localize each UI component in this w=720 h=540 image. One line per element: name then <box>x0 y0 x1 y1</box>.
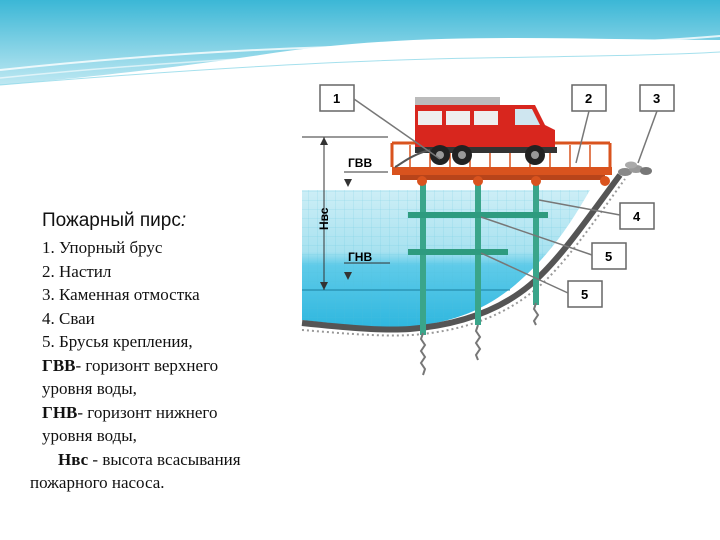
bracing-beams <box>408 212 548 255</box>
svg-text:5: 5 <box>605 249 612 264</box>
legend-gnv: ГНВ- горизонт нижнего <box>42 402 218 422</box>
legend-gnv-cont: уровня воды, <box>42 426 137 445</box>
callout-2: 2 <box>571 84 607 164</box>
legend-item-2: 2. Настил <box>42 261 112 281</box>
height-label: Нвс <box>317 207 331 230</box>
svg-text:1: 1 <box>333 91 340 106</box>
callout-5b: 5 <box>480 252 603 308</box>
legend-item-3: 3. Каменная отмостка <box>42 285 200 304</box>
suction-hose <box>394 149 431 168</box>
callout-5a: 5 <box>480 216 627 270</box>
legend-gvv: ГВВ- горизонт верхнего <box>42 355 219 375</box>
level-gvv: ГВВ <box>344 156 388 187</box>
bank-slope <box>301 173 623 333</box>
header-wave-decoration <box>0 0 720 86</box>
svg-text:4: 4 <box>633 209 641 224</box>
svg-text:3: 3 <box>653 91 660 106</box>
svg-text:5: 5 <box>581 287 588 302</box>
stone-paving <box>618 161 652 176</box>
fire-pier-diagram: Нвс ГВВ ГНВ 1 2 3 4 5 5 <box>301 84 675 376</box>
callout-3: 3 <box>637 84 675 164</box>
legend-item-4: 4. Сваи <box>42 308 95 328</box>
water-body <box>302 190 590 327</box>
legend-gvv-cont: уровня воды, <box>42 379 137 398</box>
callout-1: 1 <box>319 84 441 160</box>
legend-item-1: 1. Упорный брус <box>42 238 163 257</box>
fire-truck <box>415 97 557 165</box>
pier-legend: Пожарный пирс: 1. Упорный брус 2. Настил… <box>30 210 310 495</box>
callout-4: 4 <box>538 199 655 230</box>
level-gnv-label: ГНВ <box>348 250 372 264</box>
legend-hvs: Нвс - высота всасывания <box>58 449 241 469</box>
svg-text:2: 2 <box>585 91 592 106</box>
legend-hvs-cont: пожарного насоса. <box>30 473 165 492</box>
height-dimension: Нвс <box>302 136 388 290</box>
legend-title: Пожарный пирс: <box>42 210 187 231</box>
level-gnv: ГНВ <box>344 250 390 280</box>
level-gvv-label: ГВВ <box>348 156 372 170</box>
legend-item-5: 5. Брусья крепления, <box>42 332 193 351</box>
